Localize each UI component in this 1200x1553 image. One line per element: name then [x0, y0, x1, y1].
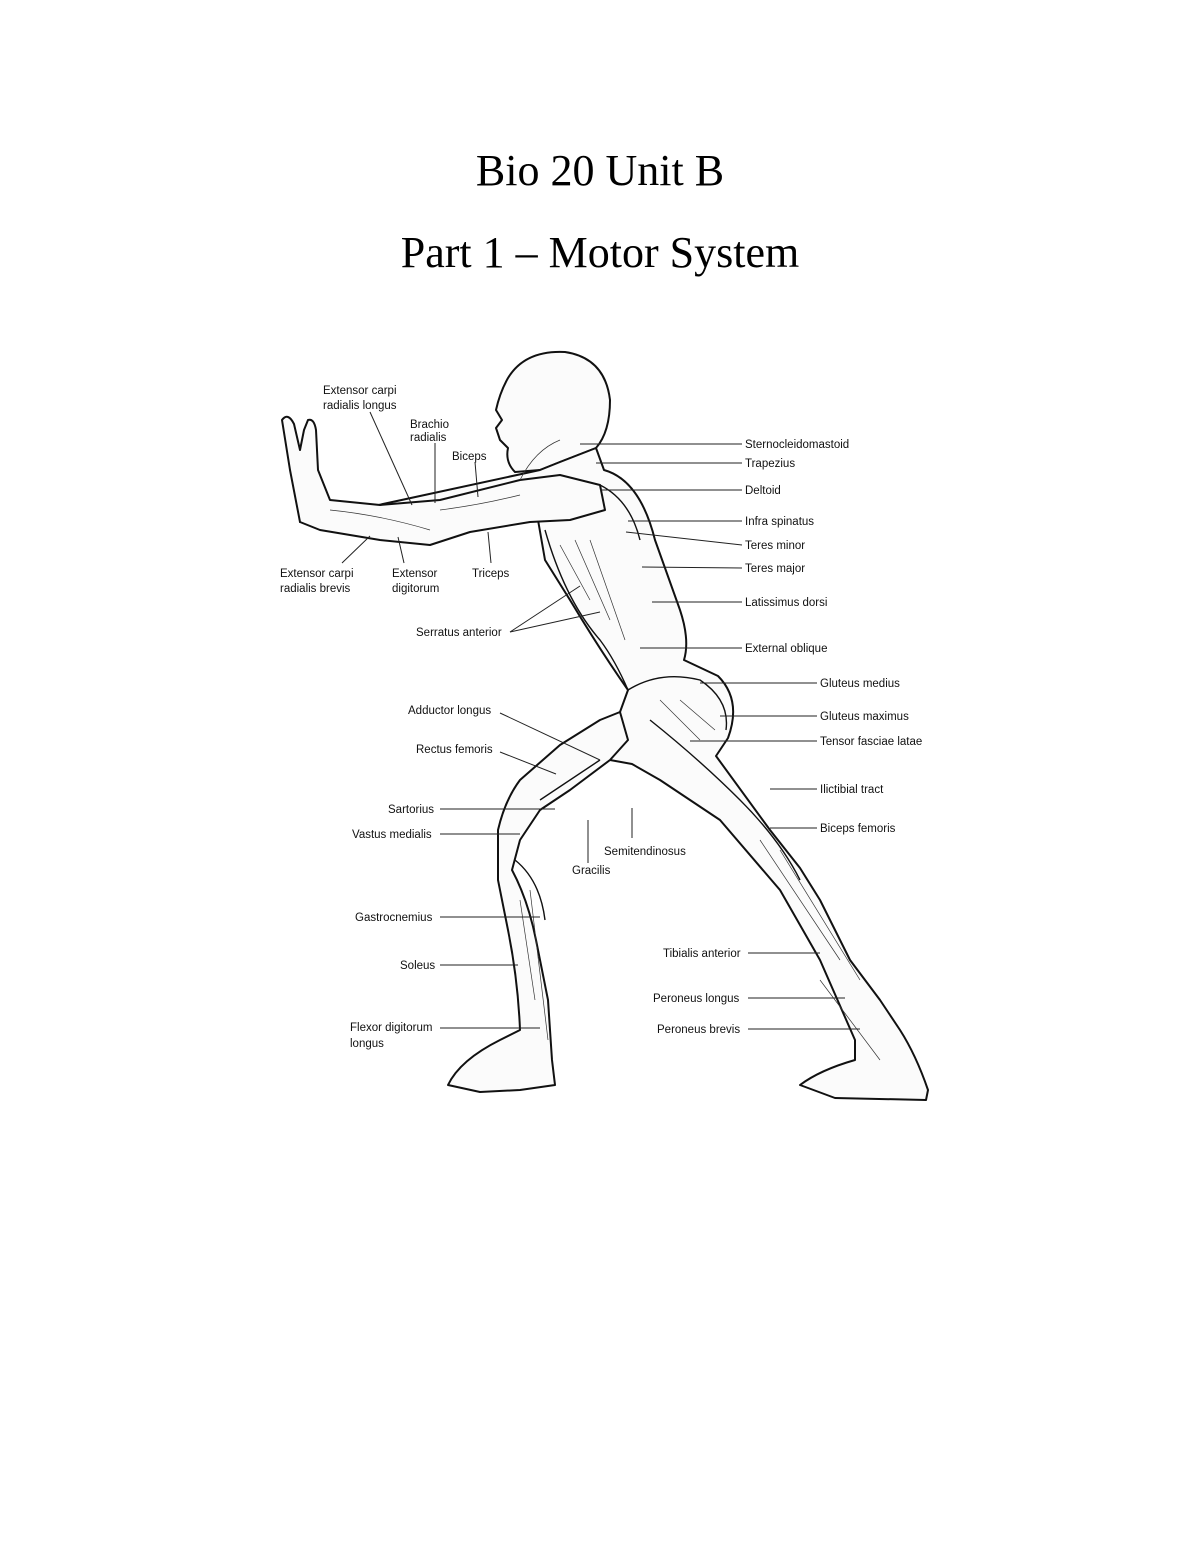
label-gastro: Gastrocnemius [355, 912, 433, 924]
label-semitend: Semitendinosus [604, 846, 686, 858]
label-adductor: Adductor longus [408, 705, 491, 717]
label-teres-minor: Teres minor [745, 540, 805, 552]
label-trapezius: Trapezius [745, 458, 795, 470]
document-subtitle: Part 1 – Motor System [400, 228, 800, 277]
label-sartorius: Sartorius [388, 804, 434, 816]
label-ecrl-line1: Extensor carpi [323, 385, 397, 397]
label-ed-line2: digitorum [392, 583, 439, 595]
leader-adductor [499, 712, 601, 761]
label-fdl-line2: longus [350, 1038, 384, 1050]
label-gracilis: Gracilis [572, 865, 611, 877]
leader-serratus-1 [509, 585, 581, 633]
leader-rectus [499, 751, 557, 775]
label-glut-maximus: Gluteus maximus [820, 711, 909, 723]
label-teres-major: Teres major [745, 563, 805, 575]
label-ecrb-line1: Extensor carpi [280, 568, 354, 580]
muscle-labels: Extensor carpi radialis longus Brachio r… [280, 385, 922, 1050]
label-rectus: Rectus femoris [416, 744, 493, 756]
leader-ecrb [341, 535, 371, 564]
label-ed-line1: Extensor [392, 568, 438, 580]
label-infra: Infra spinatus [745, 516, 814, 528]
label-fdl-line1: Flexor digitorum [350, 1022, 432, 1034]
document-title: Bio 20 Unit B [475, 146, 725, 195]
label-biceps: Biceps [452, 451, 487, 463]
leader-ecrl [369, 411, 413, 506]
label-sternocleido: Sternocleidomastoid [745, 439, 849, 451]
leader-teres-minor [625, 531, 743, 546]
label-tensor: Tensor fasciae latae [820, 736, 922, 748]
label-tib-ant: Tibialis anterior [663, 948, 741, 960]
label-serratus: Serratus anterior [416, 627, 502, 639]
leader-teres-major [641, 566, 743, 569]
leader-serratus-2 [509, 611, 601, 633]
label-glut-medius: Gluteus medius [820, 678, 900, 690]
leader-triceps [487, 531, 492, 564]
label-brachio-line2: radialis [410, 432, 447, 444]
label-biceps-fem: Biceps femoris [820, 823, 896, 835]
label-latissimus: Latissimus dorsi [745, 597, 827, 609]
leader-biceps [474, 461, 479, 498]
label-triceps: Triceps [472, 568, 510, 580]
label-deltoid: Deltoid [745, 485, 781, 497]
leader-ed [397, 536, 405, 564]
label-vastus: Vastus medialis [352, 829, 432, 841]
label-ecrb-line2: radialis brevis [280, 583, 351, 595]
label-iliotibial: Ilictibial tract [820, 784, 884, 796]
human-figure-illustration [281, 350, 929, 1101]
label-brachio-line1: Brachio [410, 419, 449, 431]
label-ext-oblique: External oblique [745, 643, 827, 655]
label-per-long: Peroneus longus [653, 993, 740, 1005]
label-soleus: Soleus [400, 960, 435, 972]
label-ecrl-line2: radialis longus [323, 400, 397, 412]
leader-lines [341, 411, 860, 1030]
label-per-brev: Peroneus brevis [657, 1024, 740, 1036]
